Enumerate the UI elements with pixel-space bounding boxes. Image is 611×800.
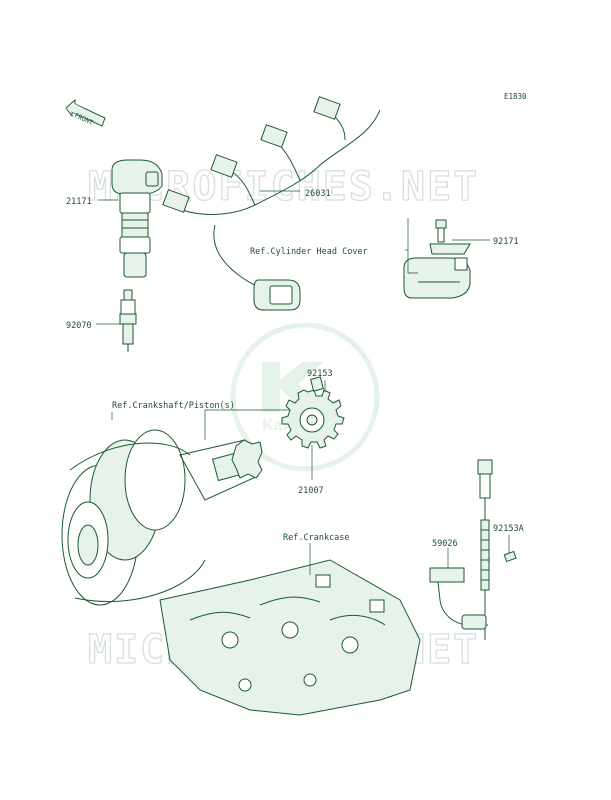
wire-harness [162,96,381,311]
ignition-coil [111,159,163,278]
callout-gear-bolt: 92153 [307,369,333,379]
crankcase [159,559,421,716]
callout-rotor: 21007 [298,486,324,496]
cylinder-head-sensor [403,219,471,299]
timing-rotor [281,376,345,449]
ref-crankcase: Ref.Crankcase [283,533,350,543]
ref-cylinder-head-cover: Ref.Cylinder Head Cover [250,247,368,257]
callout-bracket: 59026 [432,539,458,549]
leader-lines [96,190,510,575]
spark-plug [119,289,137,352]
callout-spark-plug: 92070 [66,321,92,331]
front-arrow-icon: FRONT [65,98,106,127]
crankshaft [61,429,263,606]
crank-sensor [429,459,517,640]
ref-crankshaft-piston: Ref.Crankshaft/Piston(s) [112,401,235,411]
callout-bolt-top: 92171 [493,237,519,247]
callout-ignition-coil: 21171 [66,197,92,207]
callout-wire-harness: 26031 [305,189,331,199]
callout-bracket-bolt: 92153A [493,524,524,534]
diagram-code: E1830 [504,92,527,101]
